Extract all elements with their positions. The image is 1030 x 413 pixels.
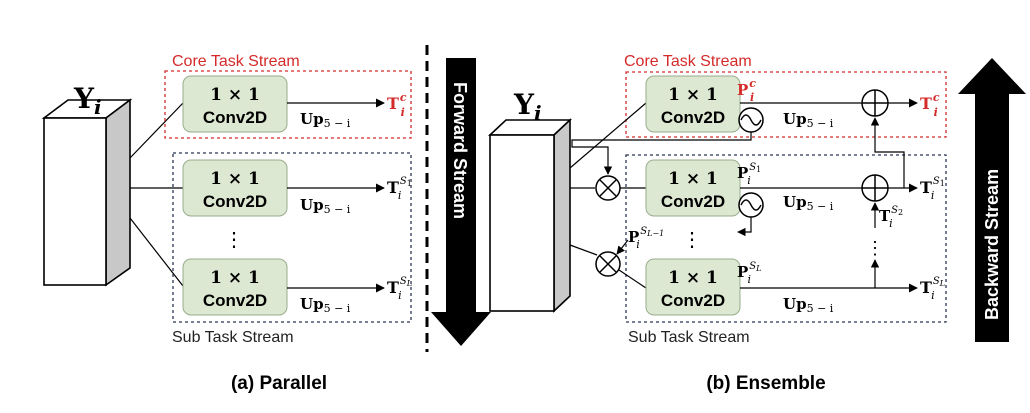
sub-stream-title: Sub Task Stream bbox=[172, 329, 294, 346]
input-tensor-cube bbox=[487, 118, 573, 313]
link-core bbox=[569, 102, 647, 169]
upsample-label: Up5 − i bbox=[300, 110, 351, 130]
forward-stream-label: Forward Stream bbox=[450, 82, 470, 219]
feedback-s1-short bbox=[737, 217, 752, 237]
add-node bbox=[861, 89, 889, 117]
conv-box-sL: 1 × 1 Conv2D bbox=[182, 258, 288, 316]
feedback-core-to-mult bbox=[571, 132, 752, 175]
upsample-label: Up5 − i bbox=[300, 295, 351, 315]
svg-text:Conv2D: Conv2D bbox=[203, 192, 267, 211]
feedback-to-mult-sL bbox=[616, 239, 629, 255]
svg-text:1 × 1: 1 × 1 bbox=[210, 169, 260, 189]
conv-box-s1: 1 × 1 Conv2D bbox=[182, 159, 288, 217]
svg-text:Conv2D: Conv2D bbox=[661, 108, 725, 127]
link-core bbox=[129, 102, 184, 159]
svg-text:1 × 1: 1 × 1 bbox=[668, 85, 718, 105]
panel-ensemble: Yi Core Task Stream Sub Task Stream 1 × … bbox=[487, 53, 947, 394]
upsample-label: Up5 − i bbox=[783, 110, 834, 130]
conv-box-sL: 1 × 1 Conv2D bbox=[645, 258, 741, 316]
forward-stream-arrow: Forward Stream bbox=[431, 58, 491, 346]
core-stream-title: Core Task Stream bbox=[624, 53, 752, 70]
input-label: Yi bbox=[513, 88, 542, 125]
conv-box-core: 1 × 1 Conv2D bbox=[182, 75, 288, 133]
multiply-node bbox=[595, 251, 621, 277]
svg-text:Conv2D: Conv2D bbox=[203, 108, 267, 127]
ellipsis-dots: ⋮ bbox=[682, 227, 702, 251]
upsample-label: Up5 − i bbox=[783, 193, 834, 213]
feedback-s1-to-core bbox=[870, 117, 905, 188]
multiply-node bbox=[595, 175, 621, 201]
add-node bbox=[861, 174, 889, 202]
sine-transform-node bbox=[738, 107, 764, 133]
sine-transform-node bbox=[738, 192, 764, 218]
sub-stream-title: Sub Task Stream bbox=[628, 329, 750, 346]
conv-box-s1: 1 × 1 Conv2D bbox=[645, 159, 741, 217]
upsample-label: Up5 − i bbox=[783, 295, 834, 315]
caption-ensemble: (b) Ensemble bbox=[706, 373, 825, 394]
svg-text:1 × 1: 1 × 1 bbox=[668, 169, 718, 189]
link-mult-sL bbox=[618, 269, 647, 289]
svg-text:Conv2D: Conv2D bbox=[661, 291, 725, 310]
svg-text:1 × 1: 1 × 1 bbox=[210, 85, 260, 105]
core-stream-frame bbox=[164, 70, 412, 139]
link-sL bbox=[129, 217, 184, 287]
sub-stream-frame bbox=[625, 154, 947, 323]
conv-box-core: 1 × 1 Conv2D bbox=[645, 75, 741, 133]
upsample-label: Up5 − i bbox=[300, 196, 351, 216]
backward-stream-label: Backward Stream bbox=[982, 169, 1002, 320]
link-sL bbox=[569, 244, 598, 256]
svg-text:Conv2D: Conv2D bbox=[661, 192, 725, 211]
svg-text:1 × 1: 1 × 1 bbox=[210, 268, 260, 288]
input-tensor-cube bbox=[41, 98, 133, 287]
panel-parallel: Yi Core Task Stream Sub Task Stream 1 × … bbox=[41, 53, 412, 394]
caption-parallel: (a) Parallel bbox=[231, 373, 327, 394]
ellipsis-dots: ⋮ bbox=[866, 238, 884, 259]
backward-stream-arrow: Backward Stream bbox=[958, 58, 1026, 342]
input-label: Yi bbox=[73, 82, 102, 119]
core-stream-title: Core Task Stream bbox=[172, 53, 300, 70]
ellipsis-dots: ⋮ bbox=[224, 227, 244, 251]
svg-text:Conv2D: Conv2D bbox=[203, 291, 267, 310]
svg-text:1 × 1: 1 × 1 bbox=[668, 268, 718, 288]
